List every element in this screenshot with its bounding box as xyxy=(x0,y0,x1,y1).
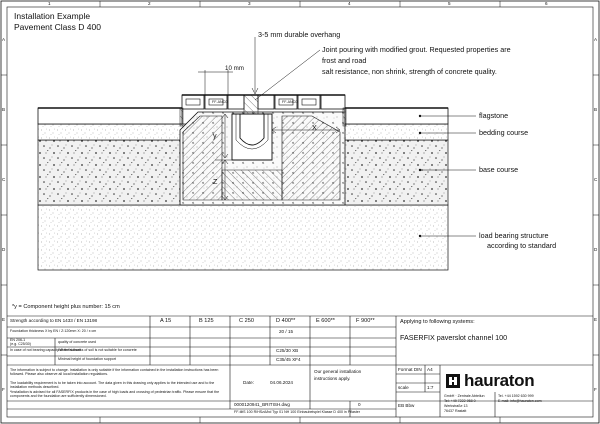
class-a15: A 15 xyxy=(160,318,172,324)
table-foundation-support-desc: Minimal height of foundation support xyxy=(58,357,116,361)
date-value: 04.06.2024 xyxy=(270,380,293,385)
class-f900: F 900** xyxy=(356,318,375,324)
scale-label: scale xyxy=(398,385,409,390)
class-c250: C 250 xyxy=(239,318,254,324)
info-paragraph-3: *Installation is advised for all FASERFI… xyxy=(10,390,220,399)
logo-text: hauraton xyxy=(464,371,535,390)
sheet-label: EB Bbw xyxy=(398,403,415,408)
col-mark: 1 xyxy=(48,1,51,6)
row-mark: D xyxy=(2,247,6,252)
date-label: Date: xyxy=(243,380,254,385)
component-height-note: *y = Component height plus number: 15 cm xyxy=(12,304,120,310)
callout-bedding-course: bedding course xyxy=(479,128,529,137)
company-phone: Tel. +44 1592 630 999 xyxy=(498,394,534,398)
overhang-label: 3-5 mm durable overhang xyxy=(258,30,341,39)
col-mark: 5 xyxy=(448,1,451,6)
logo-mark-icon xyxy=(446,374,460,388)
callout-load-bearing-1: load bearing structure xyxy=(479,231,549,240)
grate-label-right: FF-ANCO xyxy=(282,99,298,104)
table-strength-label: Strength according to EN 1433 / EN 13198 xyxy=(10,318,98,323)
grout-note-line3: salt resistance, non shrink, strength of… xyxy=(322,67,497,76)
system-name: FASERFIX paverslot channel 100 xyxy=(400,333,508,342)
table-subsoil-desc: When thickness of soil is not suitable f… xyxy=(58,348,137,352)
company-address-3: Werkstraße 13 xyxy=(444,404,468,408)
row-mark: A xyxy=(2,37,6,42)
company-email: E-mail: info@hauraton.com xyxy=(498,399,542,403)
drawing-title-line2: Pavement Class D 400 xyxy=(14,22,101,32)
col-mark: 3 xyxy=(248,1,251,6)
grate-label-left: FF-ANCO xyxy=(212,99,228,104)
table-concrete-label-a: EN 206-1 xyxy=(10,338,26,342)
row-mark: C xyxy=(2,177,6,182)
info-paragraph-1: The information is subject to change. In… xyxy=(10,368,219,377)
callout-flagstone: flagstone xyxy=(479,111,509,120)
row-mark: A xyxy=(594,37,598,42)
file-name: 0000120941_BRITISH.dwg xyxy=(234,402,290,407)
company-address-4: 76437 Rastatt xyxy=(444,409,467,413)
table-foundation-label: Foundation thickness X by EN / Z:120mm X… xyxy=(10,329,97,333)
foundation-support-value: C35/45 XF4 xyxy=(276,357,301,362)
company-address-2: Tel: +49 7222 958 0 xyxy=(444,399,476,403)
row-mark: E xyxy=(594,317,598,322)
col-mark: 6 xyxy=(545,1,548,6)
row-mark: D xyxy=(594,247,598,252)
col-mark: 4 xyxy=(348,1,351,6)
col-mark: 2 xyxy=(148,1,151,6)
format-value: A4 xyxy=(427,367,433,372)
callout-base-course: base course xyxy=(479,165,519,174)
row-mark: F xyxy=(2,387,5,392)
table-concrete-desc: quality of concrete used xyxy=(58,340,96,344)
grout-note-line2: frost and road xyxy=(322,56,367,65)
general-note-2: instructions apply. xyxy=(314,376,351,381)
scale-value: 1:7 xyxy=(427,385,434,390)
table-subsoil-label: In case of not bearing capacity of the s… xyxy=(10,348,81,352)
dimension-x: X xyxy=(312,123,317,132)
width-dimension: 10 mm xyxy=(225,65,244,72)
row-mark: F xyxy=(594,387,597,392)
load-bearing-layer xyxy=(37,204,449,271)
subsoil-value: C25/30 XB xyxy=(276,348,299,353)
row-mark: C xyxy=(594,177,598,182)
company-address-1: GmbH · Zentrale Abteilun xyxy=(444,394,485,398)
row-mark: B xyxy=(2,107,6,112)
callout-load-bearing-2: according to standard xyxy=(487,241,557,250)
drawing-description: FF-tiltS 100 R/HSzA/bd Typ 01 NH 100 Ein… xyxy=(234,410,360,414)
class-d400: D 400** xyxy=(276,318,296,324)
table-concrete-label-b: (e.g. C25/30) xyxy=(10,342,31,346)
class-b125: B 125 xyxy=(199,318,214,324)
revision-index: 0 xyxy=(358,402,361,407)
dimension-z: Z xyxy=(213,177,218,186)
channel-body xyxy=(231,113,273,161)
dimension-y: y xyxy=(213,131,217,140)
drawing-title-line1: Installation Example xyxy=(14,11,91,21)
format-label: Format DIN xyxy=(398,367,422,372)
general-note-1: Our general installation xyxy=(314,369,362,374)
applying-label: Applying to following systems: xyxy=(400,319,475,325)
row-mark: B xyxy=(594,107,598,112)
grout-note-line1: Joint pouring with modified grout. Reque… xyxy=(322,45,511,54)
info-paragraph-2: The loadability requirement is to be tak… xyxy=(10,381,215,390)
row-mark: E xyxy=(2,317,6,322)
foundation-value: 20 / 15 xyxy=(279,329,294,334)
company-logo: hauraton xyxy=(446,371,586,391)
class-e600: E 600** xyxy=(316,318,335,324)
